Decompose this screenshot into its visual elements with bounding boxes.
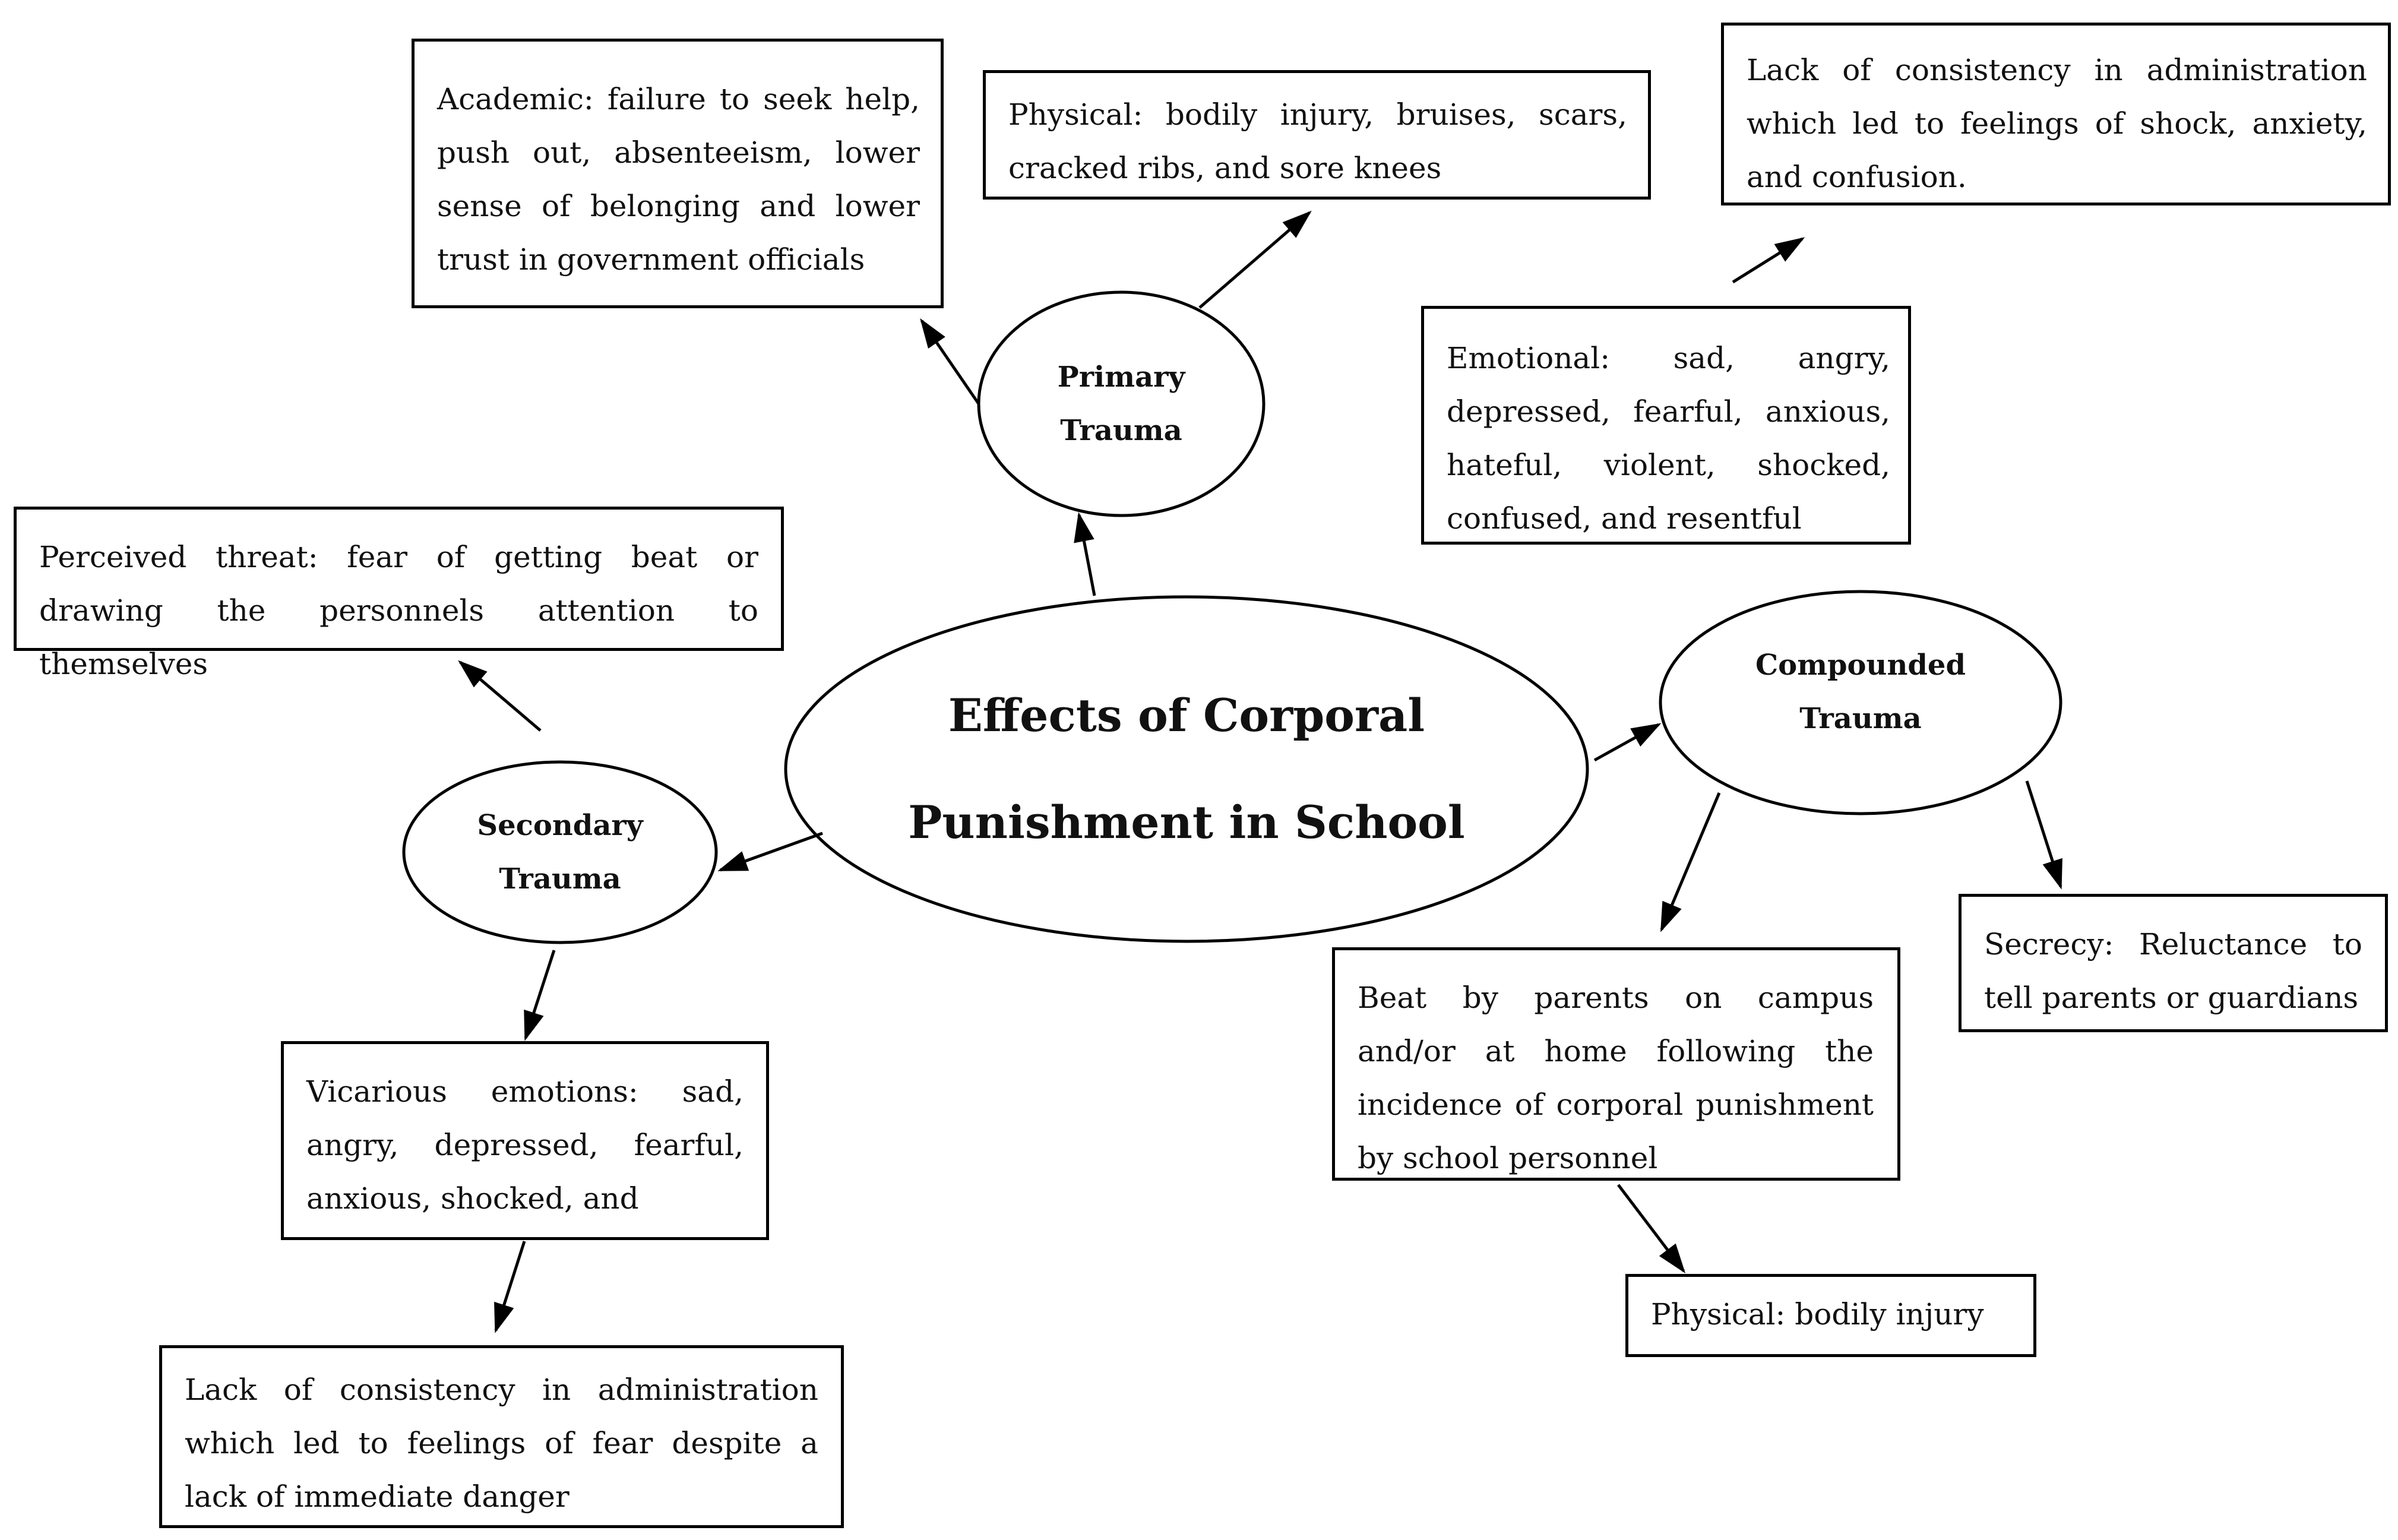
arrow-center-to-secondary [717,831,823,872]
physical-primary-box: Physical: bodily injury, bruises, scars,… [983,70,1651,200]
compounded-trauma-ellipse [1659,590,2062,815]
secondary-trauma-label: Secondary Trauma [416,769,704,935]
secrecy-text: Secrecy: Reluctance to tell parents or g… [1984,927,2362,1015]
admin-shock-text: Lack of consistency in administration wh… [1747,53,2367,194]
secondary-trauma-line1: Secondary [477,809,643,842]
primary-trauma-line2: Trauma [1060,414,1182,447]
center-ellipse [784,595,1589,943]
center-title: Effects of Corporal Punishment in School [815,627,1558,912]
beat-parents-text: Beat by parents on campus and/or at home… [1358,981,1874,1175]
beat-parents-box: Beat by parents on campus and/or at home… [1332,947,1900,1181]
arrow-vicarious-to-admin-fear [494,1241,526,1333]
arrow-secondary-to-perceived [458,660,542,732]
arrow-primary-to-physical [1198,210,1312,309]
arrow-center-to-primary [1074,512,1096,596]
center-title-line1: Effects of Corporal [948,689,1425,742]
arrow-center-to-compounded [1593,723,1662,762]
primary-trauma-line1: Primary [1057,361,1185,394]
center-title-line2: Punishment in School [908,796,1465,849]
secondary-trauma-ellipse [402,760,718,944]
physical-compounded-text: Physical: bodily injury [1651,1297,1984,1332]
compounded-trauma-label: Compounded Trauma [1676,609,2045,775]
academic-box: Academic: failure to seek help, push out… [412,39,944,308]
arrow-beat-to-physical [1617,1184,1686,1273]
admin-shock-box: Lack of consistency in administration wh… [1721,23,2391,205]
admin-fear-text: Lack of consistency in administration wh… [185,1373,818,1514]
compounded-trauma-line1: Compounded [1755,649,1966,682]
arrow-emotional-to-admin-shock [1732,237,1805,284]
vicarious-box: Vicarious emotions: sad, angry, depresse… [281,1041,769,1240]
arrow-secondary-to-vicarious [524,950,556,1041]
secondary-trauma-line2: Trauma [499,862,621,896]
physical-compounded-box: Physical: bodily injury [1625,1274,2036,1357]
primary-trauma-label: Primary Trauma [991,321,1252,487]
emotional-box: Emotional: sad, angry, depressed, fearfu… [1421,306,1911,545]
compounded-trauma-line2: Trauma [1799,702,1922,735]
academic-text: Academic: failure to seek help, push out… [437,82,920,277]
admin-fear-box: Lack of consistency in administration wh… [159,1345,844,1528]
vicarious-text: Vicarious emotions: sad, angry, depresse… [306,1074,744,1216]
arrow-compounded-to-beat [1660,792,1721,932]
arrow-primary-to-academic [920,318,980,405]
perceived-threat-box: Perceived threat: fear of getting beat o… [14,507,784,681]
arrow-compounded-to-secrecy [2025,780,2062,890]
emotional-text: Emotional: sad, angry, depressed, fearfu… [1447,341,1890,536]
perceived-threat-text: Perceived threat: fear of getting beat o… [39,540,758,681]
physical-primary-text: Physical: bodily injury, bruises, scars,… [1008,97,1627,185]
secrecy-box: Secrecy: Reluctance to tell parents or g… [1959,894,2388,1032]
